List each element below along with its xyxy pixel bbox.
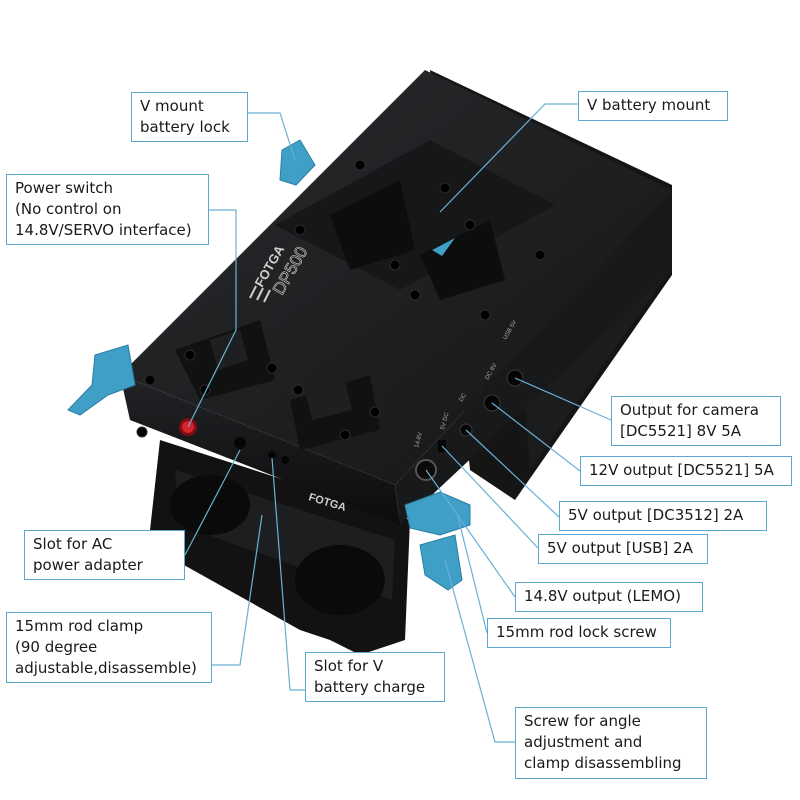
label-rod-lock-screw: 15mm rod lock screw	[487, 618, 671, 648]
label-ac-slot: Slot for AC power adapter	[24, 530, 185, 580]
angle-screw-knob[interactable]	[419, 534, 463, 591]
label-output-camera: Output for camera [DC5521] 8V 5A	[611, 396, 781, 446]
label-12v-output: 12V output [DC5521] 5A	[580, 456, 792, 486]
port-label-dc: DC	[459, 392, 469, 403]
label-vbattery-charge: Slot for V battery charge	[305, 652, 445, 702]
label-rod-clamp: 15mm rod clamp (90 degree adjustable,dis…	[6, 612, 212, 683]
label-angle-screw: Screw for angle adjustment and clamp dis…	[515, 707, 707, 779]
label-5v-usb-output: 5V output [USB] 2A	[538, 534, 708, 564]
port-label-14v8: 14.8V	[414, 432, 424, 449]
label-vmount-battery-lock: V mount battery lock	[131, 92, 248, 142]
label-power-switch: Power switch (No control on 14.8V/SERVO …	[6, 174, 209, 245]
device-front-face	[120, 375, 400, 525]
label-14v8-output: 14.8V output (LEMO)	[515, 582, 703, 612]
vmount-lock-lever[interactable]	[279, 139, 316, 186]
device-logo	[249, 285, 271, 303]
rod-lock-knob-left[interactable]	[67, 344, 136, 416]
port-label-5vdc: 5V DC	[440, 411, 451, 430]
rod-lock-knob-right[interactable]	[404, 491, 471, 536]
label-5v-dc-output: 5V output [DC3512] 2A	[559, 501, 767, 531]
screws	[136, 159, 546, 441]
v-mount-plate	[275, 140, 555, 300]
battery-plates	[175, 320, 380, 450]
label-vbattery-mount: V battery mount	[578, 91, 728, 121]
device-right-face	[395, 190, 672, 525]
leader-lines	[184, 103, 612, 743]
front-ports	[234, 437, 289, 464]
rod-clamp	[150, 440, 410, 655]
